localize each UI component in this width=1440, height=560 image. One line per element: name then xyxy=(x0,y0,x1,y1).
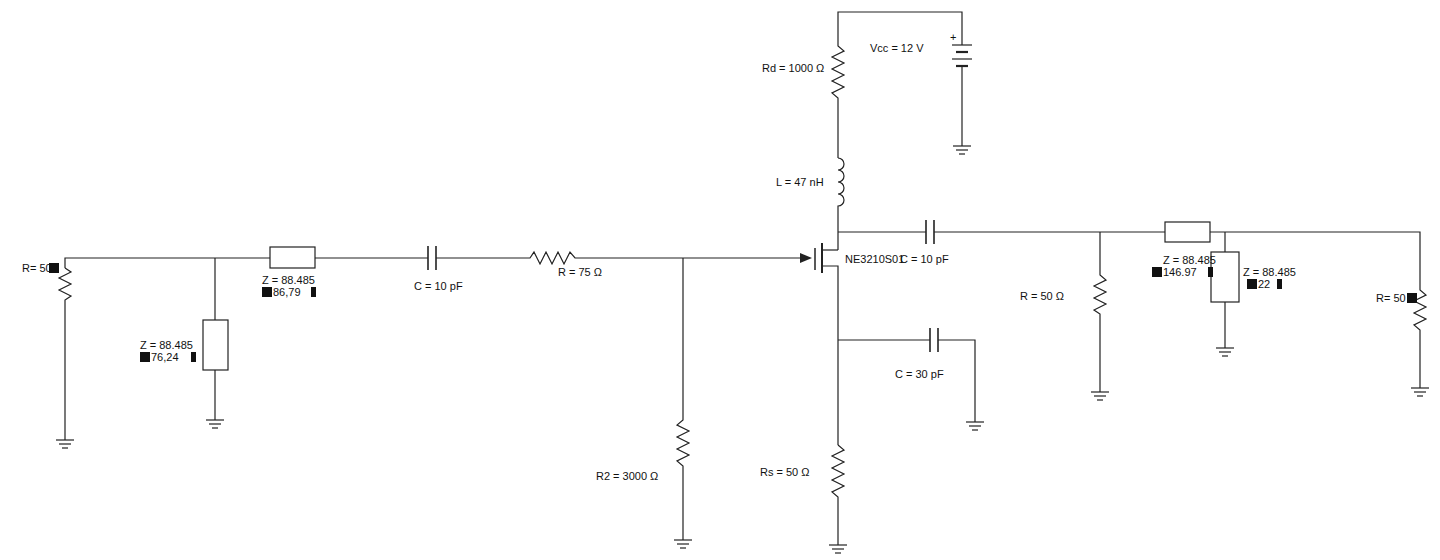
line-length-value: 86,79 xyxy=(273,286,301,299)
resistor-label: R = 75 Ω xyxy=(558,266,602,279)
polarity-mark: + xyxy=(950,31,956,44)
line-length-value: 76,24 xyxy=(151,351,179,364)
inductor-label: L = 47 nH xyxy=(776,176,824,189)
capacitor-label: C = 10 pF xyxy=(900,253,949,266)
battery-plate xyxy=(956,51,968,53)
inductor-symbol xyxy=(838,158,844,250)
resistor-label: R = 50 Ω xyxy=(1020,290,1064,303)
transmission-line xyxy=(1165,222,1210,242)
impedance-label: Z = 88.485 xyxy=(262,274,315,287)
resistor-symbol xyxy=(436,252,800,264)
resistor-label: R2 = 3000 Ω xyxy=(596,470,658,483)
impedance-label: Z = 88.485 xyxy=(1163,254,1216,267)
resistor-label: R= 50 xyxy=(1376,292,1406,305)
resistor-label: Rd = 1000 Ω xyxy=(762,62,824,75)
battery-plate xyxy=(952,44,972,45)
wire xyxy=(822,266,838,445)
wire xyxy=(1224,302,1225,348)
impedance-label: Z = 88.485 xyxy=(1243,266,1296,279)
transistor-channel xyxy=(821,243,823,273)
resistor-symbol xyxy=(1094,232,1106,392)
stub-line xyxy=(203,320,228,370)
wire xyxy=(838,339,930,340)
capacitor-plate xyxy=(925,220,927,244)
transistor-gate xyxy=(814,248,816,270)
capacitor-plate xyxy=(427,246,429,270)
wire xyxy=(1224,232,1225,252)
line-length-value: 146.97 xyxy=(1163,266,1197,279)
capacitor-plate xyxy=(929,328,931,352)
line-length-value: 22 xyxy=(1258,278,1270,291)
wire xyxy=(65,258,428,268)
wire xyxy=(838,231,926,232)
resistor-symbol xyxy=(832,445,844,545)
resistor-label: Rs = 50 Ω xyxy=(760,466,810,479)
impedance-label: Z = 88.485 xyxy=(140,339,193,352)
wire xyxy=(214,258,215,320)
transmission-line xyxy=(270,247,315,268)
supply-label: Vcc = 12 V xyxy=(870,42,924,55)
resistor-symbol xyxy=(1210,232,1426,388)
wire xyxy=(214,370,215,420)
transistor-part-number: NE3210S01 xyxy=(845,253,904,266)
wire xyxy=(822,249,838,250)
capacitor-label: C = 10 pF xyxy=(414,280,463,293)
resistor-symbol xyxy=(677,258,689,540)
wire xyxy=(838,12,962,45)
battery-plate xyxy=(952,58,972,59)
gate-arrow xyxy=(800,253,812,263)
resistor-symbol xyxy=(59,268,71,440)
resistor-symbol xyxy=(832,40,844,158)
ground-symbols xyxy=(56,146,1429,553)
wire xyxy=(961,66,962,146)
wire xyxy=(938,340,975,422)
resistor-label: R= 50 xyxy=(22,262,52,275)
capacitor-label: C = 30 pF xyxy=(895,368,944,381)
wire xyxy=(934,231,1165,232)
redaction-marks xyxy=(49,263,1417,362)
